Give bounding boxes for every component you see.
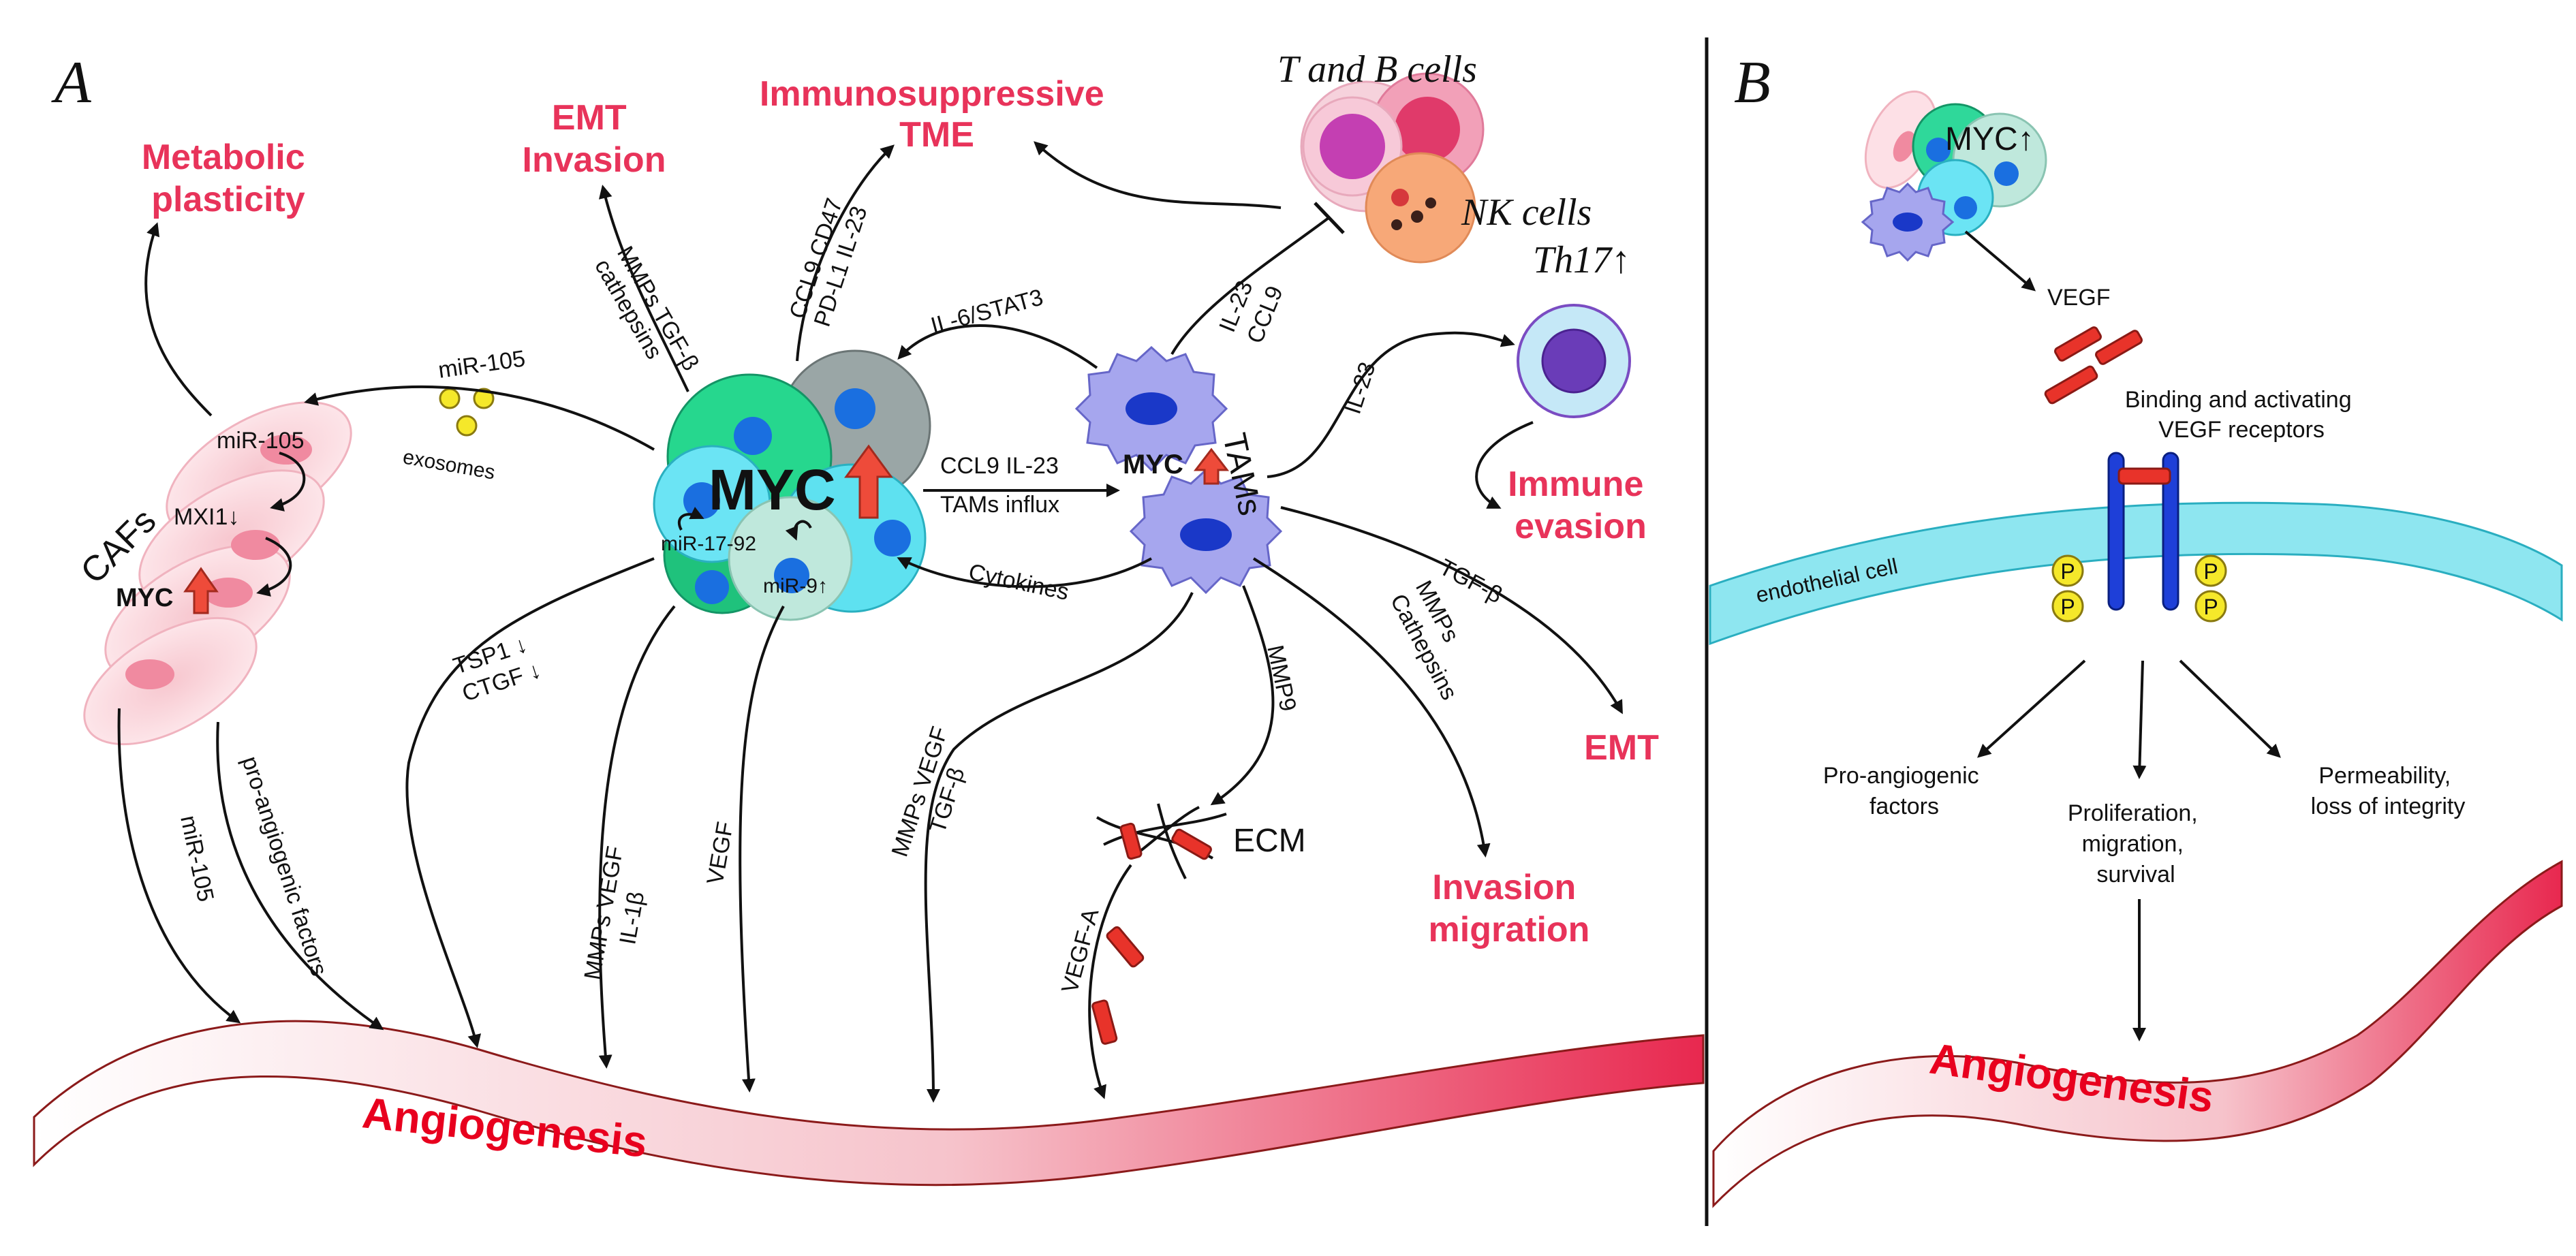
p-label-1: P	[2060, 559, 2075, 584]
panel-b-vegf-molecules-icon	[2044, 326, 2143, 405]
edge-tams-influx: TAMs influx	[940, 492, 1059, 518]
panel-b-phospho-icons	[2051, 554, 2227, 623]
panel-b-arrow-to-pro-angiogenic	[1977, 659, 2086, 758]
edge-mir105-caf: miR-105	[175, 813, 219, 905]
immunosuppressive-tme-label: Immunosuppressive TME	[760, 74, 1114, 155]
arrow-ecm-to-angiogenesis	[1088, 864, 1132, 1099]
inhibit-bar	[1314, 202, 1345, 234]
arrow-tams-to-angiogenesis	[924, 592, 1194, 1103]
th17-cell	[1517, 304, 1631, 418]
edge-mmps-vegf-il1: MMPs VEGF IL-1β	[579, 838, 657, 987]
panel-b-arrow-to-proliferation	[2132, 660, 2147, 779]
ecm-label: ECM	[1233, 823, 1306, 859]
immune-evasion-label: Immune evasion	[1508, 465, 1654, 546]
emt-label: EMT	[1584, 728, 1659, 768]
panel-b-arrow-to-permeability	[2179, 659, 2281, 758]
arrow-tams-cytokines-to-tumor	[897, 557, 1152, 588]
edge-il6-stat3: IL-6/STAT3	[928, 284, 1046, 339]
edge-ccl9-il23: CCL9 IL-23	[940, 453, 1059, 479]
mir17-label: miR-17-92	[661, 533, 756, 555]
tam-cells	[1074, 345, 1283, 595]
edge-tsp1-ctgf: TSP1 ↓ CTGF ↓	[450, 629, 546, 706]
metabolic-plasticity-label: Metabolic plasticity	[142, 138, 315, 219]
arrow-th17-to-immune-evasion	[1475, 421, 1534, 509]
caf-loop-arrow-1	[270, 452, 306, 512]
p-label-4: P	[2203, 595, 2218, 619]
panel-b-myc-label: MYC↑	[1945, 121, 2034, 157]
p-label-2: P	[2060, 595, 2075, 619]
vessel-a	[33, 1020, 1705, 1187]
edge-mmp9: MMP9	[1262, 643, 1301, 714]
caf-myc-up-arrow-icon	[183, 567, 219, 614]
invasion-migration-label: Invasion migration	[1429, 868, 1590, 949]
immune-cells-cluster	[1300, 72, 1485, 264]
panel-b-permeability-label: Permeability, loss of integrity	[2311, 763, 2466, 819]
arrow-tumor-il1-to-angiogenesis	[598, 605, 676, 1069]
arrow-tams-to-ecm	[1210, 585, 1275, 806]
arrow-tams-to-th17	[1267, 331, 1515, 478]
emt-invasion-label: EMT Invasion	[523, 98, 666, 180]
edge-vegf: VEGF	[702, 820, 738, 887]
p-label-3: P	[2203, 559, 2218, 584]
arrow-immune-to-immunosuppressive	[1034, 141, 1282, 209]
panel-b-tumor-cells	[1861, 90, 2047, 262]
caf-mxi1-label: MXI1↓	[174, 504, 239, 530]
arrow-tumor-to-immunosuppressive	[796, 144, 895, 362]
t-b-cells-label: T and B cells	[1277, 48, 1477, 91]
panel-b-binding-label: Binding and activating VEGF receptors	[2125, 387, 2358, 443]
tumor-myc-label: MYC	[709, 458, 836, 522]
arrow-cafs-factors-to-angiogenesis	[216, 721, 384, 1031]
nk-cells-label: NK cells	[1461, 191, 1592, 234]
mir9-loop-arrow	[785, 520, 812, 541]
edge-cytokines: Cytokines	[966, 559, 1071, 606]
panel-b-vegf-receptors	[2107, 452, 2179, 611]
arrow-cafs-mir105-to-angiogenesis	[117, 708, 241, 1024]
edge-il23-th17: IL-23	[1339, 359, 1380, 417]
panel-b-pro-angiogenic-label: Pro-angiogenic factors	[1823, 763, 1985, 819]
exosomes-icon	[439, 388, 495, 437]
arrow-cafs-to-metabolic	[144, 222, 213, 417]
panel-b-arrow-myc-to-vegf	[1964, 230, 2036, 292]
th17-label: Th17↑	[1533, 239, 1630, 281]
vessel-b	[1712, 860, 2563, 1208]
tumor-cluster	[653, 349, 931, 621]
panel-a-letter: A	[51, 50, 92, 116]
arrow-tumor-tsp1-to-angiogenesis	[405, 557, 655, 1048]
edge-il23-ccl9: IL-23 CCL9	[1214, 271, 1288, 347]
edge-exosomes: exosomes	[401, 445, 497, 484]
tam-myc-up-arrow-icon	[1193, 448, 1230, 485]
arrow-tams-to-invasion	[1252, 557, 1491, 858]
panel-b-letter: B	[1734, 50, 1771, 116]
mir9-label: miR-9↑	[763, 575, 828, 597]
arrow-tumor-to-emt	[598, 185, 689, 392]
arrow-tams-to-emt	[1280, 506, 1623, 715]
arrow-tumor-to-cafs	[304, 385, 655, 451]
edge-mmps-tgf: MMPs TGF-β cathepsins	[589, 242, 707, 394]
edge-pro-angiogenic: pro-angiogenic factors	[236, 753, 332, 979]
tumor-myc-up-arrow-icon	[844, 444, 893, 519]
arrow-tams-to-tumor	[897, 324, 1098, 369]
arrow-tumor-vegf-to-angiogenesis	[739, 606, 785, 1093]
panel-b-vegf-label: VEGF	[2047, 285, 2111, 311]
caf-mir105-label: miR-105	[217, 428, 304, 454]
edge-ccl9-cd47: CCL9 CD47 PD-L1 IL-23	[784, 189, 874, 330]
panel-b-endothelial-membrane	[1709, 501, 2563, 646]
caf-loop-arrow-2	[256, 537, 292, 597]
edge-vegf-a: VEGF-A	[1057, 906, 1104, 996]
caf-myc-label: MYC	[116, 584, 173, 612]
inhibit-tams-to-nk	[1170, 217, 1330, 355]
mir17-loop-arrow	[677, 507, 704, 531]
tam-myc-label: MYC	[1123, 450, 1183, 480]
edge-mir105-top: miR-105	[437, 345, 527, 383]
panel-b-proliferation-label: Proliferation, migration, survival	[2068, 800, 2204, 888]
ecm-fibers-icon	[1091, 803, 1227, 1045]
